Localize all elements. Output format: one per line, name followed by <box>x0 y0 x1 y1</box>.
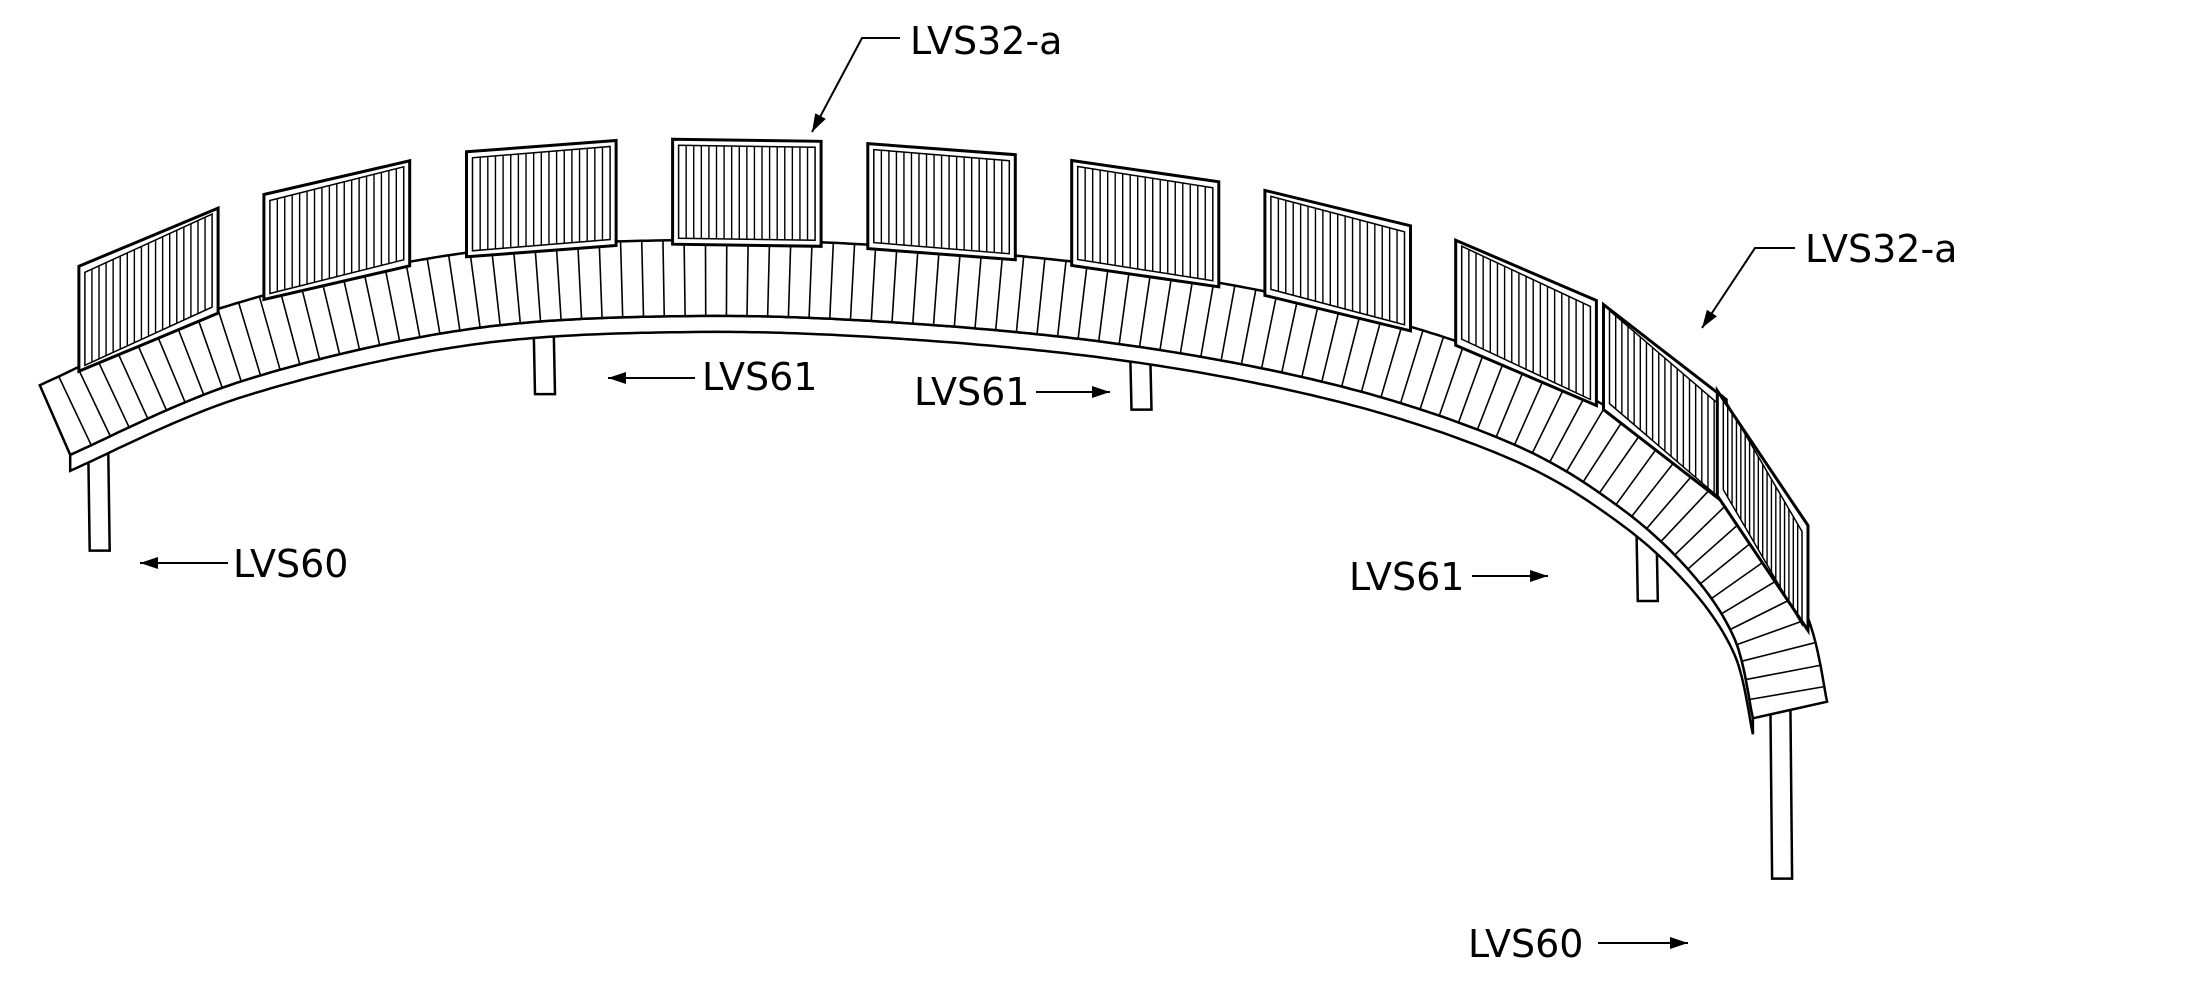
leader-lvs32a-right <box>1702 248 1795 328</box>
label-lvs60-left: LVS60 <box>233 542 348 586</box>
leader-arrowhead <box>1530 570 1548 582</box>
leader-arrowhead <box>812 113 826 132</box>
leader-lvs61-left <box>608 372 695 384</box>
leader-arrowhead <box>1702 310 1717 328</box>
label-lvs61-right: LVS61 <box>1349 555 1464 599</box>
leader-arrowhead <box>1092 386 1110 398</box>
leader-lvs60-right <box>1598 937 1688 949</box>
backrest <box>868 144 1016 260</box>
leader-lvs61-right <box>1472 570 1548 582</box>
leader-lvs60-left <box>140 557 228 569</box>
leader-arrowhead <box>608 372 626 384</box>
seat-slat <box>747 240 748 316</box>
backrest <box>1072 161 1219 287</box>
label-lvs61-center: LVS61 <box>914 370 1029 414</box>
label-lvs61-left: LVS61 <box>702 355 817 399</box>
label-lvs60-right: LVS60 <box>1468 922 1583 966</box>
seat-slat <box>684 240 685 316</box>
leader-arrowhead <box>1670 937 1688 949</box>
backrest <box>673 139 822 246</box>
backrest <box>467 141 617 257</box>
leader-line <box>812 38 900 132</box>
leader-arrowhead <box>140 557 158 569</box>
leader-lvs61-center <box>1036 386 1110 398</box>
leader-lvs32a-top <box>812 38 900 132</box>
label-lvs32a-top: LVS32-a <box>910 19 1062 63</box>
label-lvs32a-right: LVS32-a <box>1805 227 1957 271</box>
